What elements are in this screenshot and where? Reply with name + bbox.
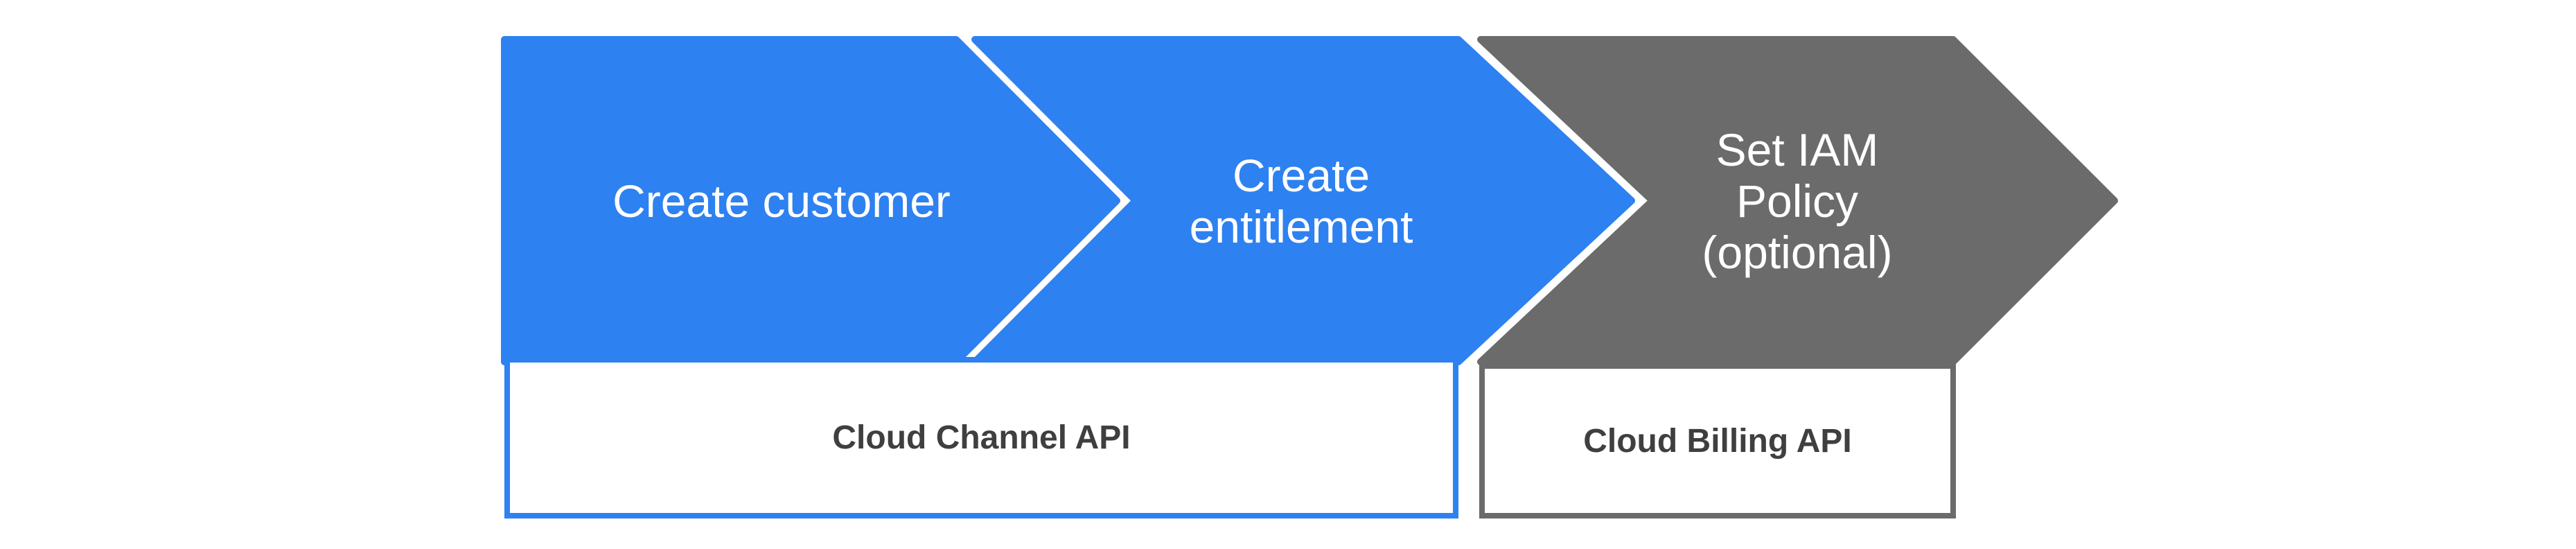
step-chevron-create-entitlement bbox=[971, 36, 1635, 365]
step-chevron-create-customer bbox=[501, 36, 1120, 365]
cloud-channel-api-box: Cloud Channel API bbox=[504, 357, 1458, 518]
cloud-channel-api-label: Cloud Channel API bbox=[832, 419, 1131, 456]
cloud-billing-api-label: Cloud Billing API bbox=[1583, 422, 1852, 460]
cloud-billing-api-box: Cloud Billing API bbox=[1479, 363, 1956, 518]
step-chevron-set-iam-policy bbox=[1477, 36, 2118, 365]
